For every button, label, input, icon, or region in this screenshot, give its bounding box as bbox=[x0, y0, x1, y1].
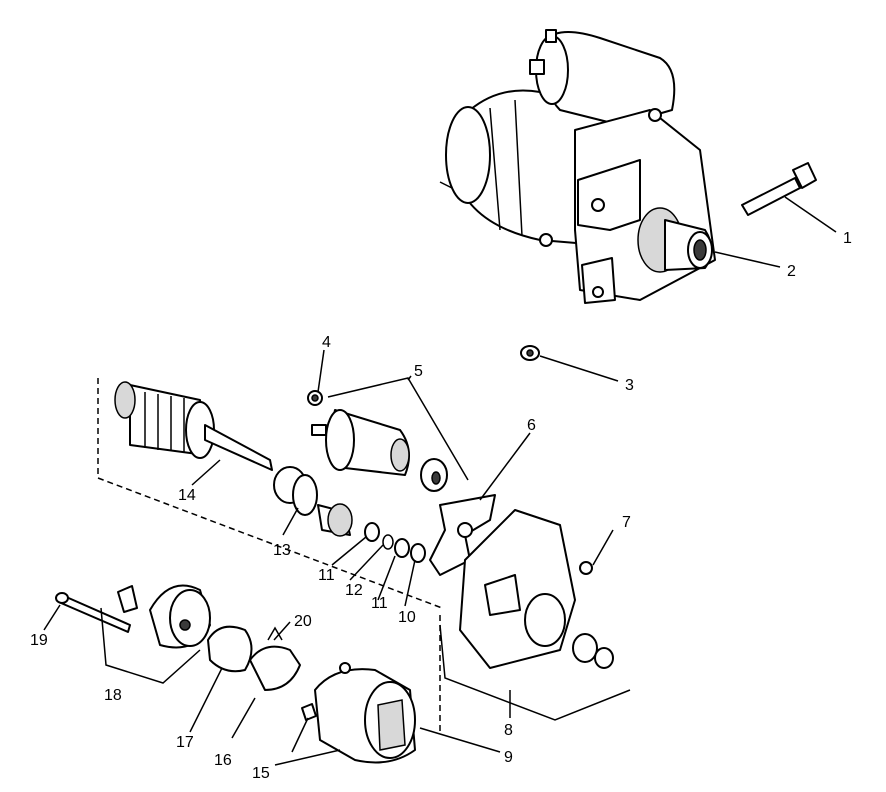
drive-housing bbox=[459, 509, 614, 669]
callout-8: 8 bbox=[504, 722, 513, 739]
callout-20: 20 bbox=[294, 613, 312, 630]
callout-18: 18 bbox=[104, 687, 122, 704]
callout-6: 6 bbox=[527, 417, 536, 434]
brush-holder bbox=[249, 626, 301, 691]
snap-rings bbox=[364, 522, 426, 563]
brush-plate bbox=[207, 625, 253, 673]
callout-11b: 11 bbox=[371, 595, 388, 612]
callout-7: 7 bbox=[622, 514, 631, 531]
callout-4: 4 bbox=[322, 334, 331, 351]
solenoid bbox=[311, 409, 448, 492]
mounting-bolt bbox=[741, 162, 817, 216]
yoke bbox=[301, 662, 416, 764]
callout-5: 5 bbox=[414, 363, 423, 380]
armature bbox=[114, 381, 273, 471]
callout-16: 16 bbox=[214, 752, 232, 769]
callout-10: 10 bbox=[398, 609, 416, 626]
callout-9: 9 bbox=[504, 749, 513, 766]
callout-14: 14 bbox=[178, 487, 196, 504]
callout-1: 1 bbox=[843, 230, 852, 247]
callout-13: 13 bbox=[273, 542, 291, 559]
through-bolt bbox=[55, 592, 131, 633]
starter-motor-assembly bbox=[439, 29, 716, 304]
callout-2: 2 bbox=[787, 263, 796, 280]
callout-12: 12 bbox=[345, 582, 363, 599]
callout-15: 15 bbox=[252, 765, 270, 782]
nut bbox=[520, 345, 540, 361]
callout-3: 3 bbox=[625, 377, 634, 394]
washer bbox=[307, 390, 323, 406]
end-cap bbox=[117, 584, 211, 649]
callout-17: 17 bbox=[176, 734, 194, 751]
callout-19: 19 bbox=[30, 632, 48, 649]
callout-11a: 11 bbox=[318, 567, 335, 584]
pinion-gear bbox=[273, 466, 353, 537]
